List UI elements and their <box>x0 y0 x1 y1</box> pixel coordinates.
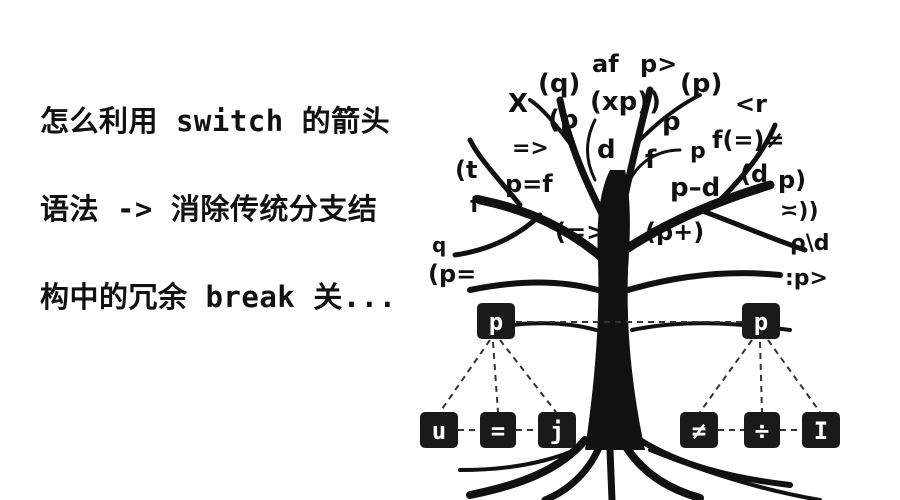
left-child-node: u <box>420 412 458 448</box>
tree-connectors <box>439 321 821 431</box>
tree-glyph: d <box>597 135 616 165</box>
title-line-2: 语法 -> 消除传统分支结 <box>40 192 378 226</box>
tree-glyph: p <box>662 107 681 137</box>
title-line-1: 怎么利用 switch 的箭头 <box>40 104 391 138</box>
tree-glyph: (p) <box>680 69 722 99</box>
tree-glyph: (xp)) <box>590 87 661 117</box>
right-child-node: ÷ <box>744 412 780 448</box>
tree-glyph: (q) <box>538 69 580 99</box>
tree-glyph: :p> <box>785 266 828 291</box>
title-line-3: 构中的冗余 break 关... <box>40 280 397 314</box>
tree-glyph: f <box>645 145 657 175</box>
tree-trunk <box>585 170 645 450</box>
tree-glyph: (t <box>455 156 477 184</box>
tree-glyph: (=> <box>555 218 606 246</box>
tree-roots <box>458 436 822 500</box>
tree-branches <box>452 86 808 332</box>
tree-glyph: ρ\d <box>790 231 830 256</box>
tree-glyph: p) <box>778 166 806 194</box>
left-root-label: p <box>489 308 503 336</box>
tree-glyph: (p= <box>428 260 476 288</box>
tree-glyph: q <box>432 233 446 257</box>
left-child-label: j <box>550 417 564 445</box>
article-title: 怎么利用 switch 的箭头 语法 -> 消除传统分支结 构中的冗余 brea… <box>40 100 510 364</box>
tree-glyph: p <box>690 139 706 164</box>
tree-glyph: => <box>512 136 549 161</box>
left-child-label: = <box>491 417 505 445</box>
right-child-label: ≠ <box>692 417 706 445</box>
right-child-node: ≠ <box>680 412 718 448</box>
tree-glyph: (d <box>740 160 768 188</box>
tree-glyph: f <box>470 193 480 218</box>
tree-glyph: (p+) <box>645 218 704 246</box>
tree-glyph: af <box>592 50 619 78</box>
tree-glyph: f(=)≠ <box>712 126 785 154</box>
tree-glyph: <r <box>735 90 767 118</box>
tree-glyphs: (q) af p> (p) X (p (xp)) p <r f(=)≠ => d… <box>428 50 830 291</box>
tree-glyph: p–d <box>670 173 720 203</box>
tree-glyph: ≍)) <box>780 199 819 224</box>
right-child-label: I <box>814 417 828 445</box>
left-child-node: = <box>480 412 516 448</box>
left-root-node: p <box>477 303 515 339</box>
right-root-node: p <box>742 303 780 339</box>
tree-glyph: p=f <box>505 170 553 198</box>
right-child-label: ÷ <box>755 417 769 445</box>
left-child-node: j <box>538 412 576 448</box>
tree-glyph: (p <box>548 105 579 135</box>
tree-glyph: X <box>508 89 528 119</box>
tree-glyph: p> <box>640 50 677 78</box>
left-child-label: u <box>432 417 446 445</box>
right-child-node: I <box>802 412 840 448</box>
right-root-label: p <box>754 308 768 336</box>
